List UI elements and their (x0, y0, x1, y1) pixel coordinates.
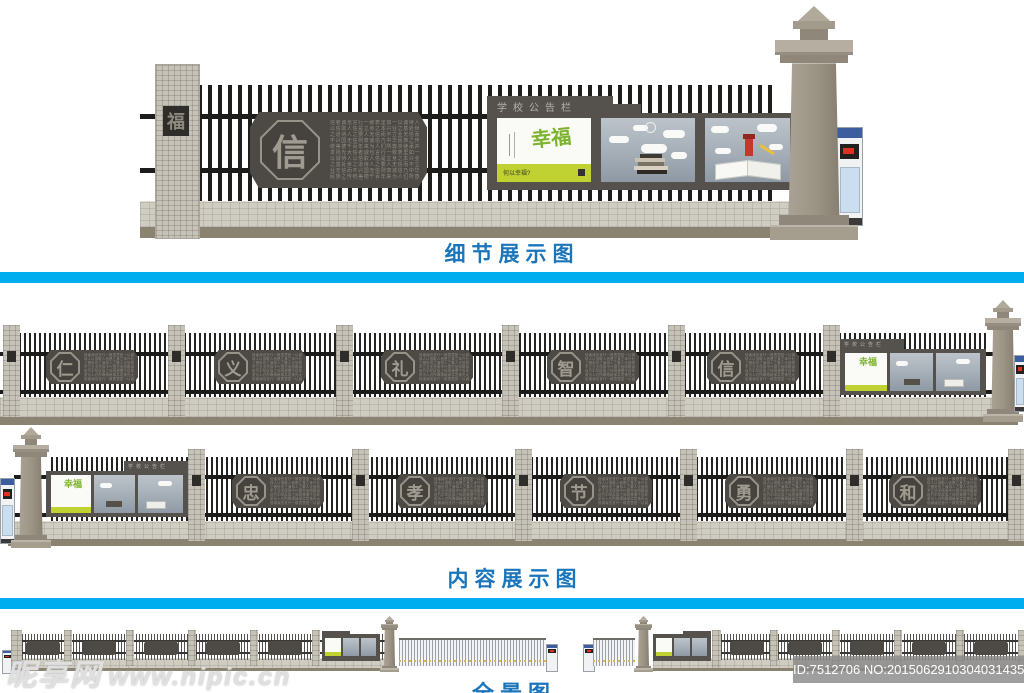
fence-pillar (1008, 449, 1024, 541)
fence-pillar (168, 325, 185, 417)
section-label-panorama: 全景图 (472, 676, 556, 693)
culture-panel: 仁 信者诚也言行一致表里如一以诚待人以信取人信是立身之本兴业之基处世之道待人之要… (46, 350, 138, 384)
retractable-gate (593, 638, 635, 666)
gate-pillar (770, 6, 858, 240)
poster-title: 幸福 (530, 125, 573, 153)
culture-panel: 礼 信者诚也言行一致表里如一以诚待人以信取人信是立身之本兴业之基处世之道待人之要… (381, 350, 473, 384)
culture-panel: 和 信者诚也言行一致表里如一以诚待人以信取人信是立身之本兴业之基处世之道待人之要… (889, 474, 981, 508)
gate-pillar (983, 300, 1023, 422)
fence-pillar (712, 630, 721, 668)
notice-board-small: 学校公告栏 幸福 (46, 461, 188, 517)
gate-machine (0, 478, 15, 544)
culture-panel-xin: 信 信者诚也言行一致表里如一以诚待人以信取人信是立身之本兴业之基处世之道待人之要… (250, 112, 427, 188)
content-row-2: 学校公告栏 幸福 (0, 420, 1024, 555)
notice-board-small: 学校公告栏 幸福 (840, 339, 986, 395)
culture-panel-mini (144, 641, 178, 655)
culture-panel: 义 信者诚也言行一致表里如一以诚待人以信取人信是立身之本兴业之基处世之道待人之要… (214, 350, 306, 384)
fence-pillar (680, 449, 697, 541)
tower-illustration (745, 138, 753, 156)
culture-panel-mini (26, 641, 60, 655)
watermark-site-name: 昵享网 (6, 659, 102, 692)
gate-pillar (634, 616, 653, 672)
fence-pillar (515, 449, 532, 541)
divider-band (0, 598, 1024, 609)
section-label-content: 内容展示图 (447, 568, 583, 591)
fence-pillar (668, 325, 685, 417)
board-header-step (613, 104, 641, 113)
poster-caption: 何以幸福? (503, 171, 531, 177)
culture-panel-mini (850, 641, 884, 655)
watermark-id-text: ID:7512706 NO:20150629103040314353 (793, 662, 1024, 677)
culture-panel: 智 信者诚也言行一致表里如一以诚待人以信取人信是立身之本兴业之基处世之道待人之要… (547, 350, 639, 384)
culture-panel: 忠 信者诚也言行一致表里如一以诚待人以信取人信是立身之本兴业之基处世之道待人之要… (232, 474, 324, 508)
ground-strip (140, 227, 840, 238)
culture-panel-mini (730, 641, 764, 655)
detail-view: 福 信 信者诚也言行一致表里如一以诚待人以信取人信是立身之本兴业之基处世之道待人… (0, 0, 1024, 270)
fence-pillar (846, 449, 863, 541)
poster-text-lines (514, 132, 515, 158)
culture-panel: 孝 信者诚也言行一致表里如一以诚待人以信取人信是立身之本兴业之基处世之道待人之要… (396, 474, 488, 508)
culture-panel: 信 信者诚也言行一致表里如一以诚待人以信取人信是立身之本兴业之基处世之道待人之要… (707, 350, 799, 384)
board-title: 学校公告栏 (497, 103, 577, 114)
pillar-finial (796, 6, 832, 23)
fence-pillar (823, 325, 840, 417)
watermark-site-url: www.nipic.cn (108, 663, 292, 691)
lightbulb-sketch (645, 122, 656, 133)
notice-board: 学校公告栏 幸福 何以幸福? (487, 96, 795, 190)
gate-pillar (11, 427, 51, 548)
virtue-char: 信 (271, 132, 308, 173)
culture-panel-mini (82, 641, 116, 655)
poster-green-band: 何以幸福? (497, 164, 591, 182)
content-row-1: 仁 信者诚也言行一致表里如一以诚待人以信取人信是立身之本兴业之基处世之道待人之要… (0, 295, 1024, 425)
section-label-detail: 细节展示图 (444, 243, 580, 266)
fence-pillar (155, 64, 200, 239)
poster-seal (578, 169, 585, 176)
emblem-char: 福 (167, 112, 185, 132)
poster-open-book (705, 118, 790, 182)
poster-text-lines (509, 134, 510, 156)
culture-panel-mini (912, 641, 946, 655)
gate-machine (1014, 355, 1024, 412)
culture-panel-mini (974, 641, 1008, 655)
fence-pillar (336, 325, 353, 417)
gate-machine (836, 127, 863, 226)
ground-strip (8, 539, 1024, 546)
fence-pillar (352, 449, 369, 541)
divider-band (0, 272, 1024, 283)
fence-pillar (11, 630, 22, 668)
fence-pillar (502, 325, 519, 417)
book-page (715, 159, 749, 181)
wall-base (140, 201, 808, 228)
gate-machine (546, 644, 558, 672)
watermark-id-badge: ID:7512706 NO:20150629103040314353 (793, 656, 1024, 683)
culture-panel: 节 信者诚也言行一致表里如一以诚待人以信取人信是立身之本兴业之基处世之道待人之要… (560, 474, 652, 508)
poster-books (601, 118, 695, 182)
virtue-medallion: 信 (260, 120, 320, 180)
culture-panel-mini (788, 641, 822, 655)
pillar-base (770, 224, 858, 240)
gate-pillar (380, 616, 399, 672)
fence-pillar (188, 449, 205, 541)
pillar-capital (775, 39, 853, 56)
culture-panel: 勇 信者诚也言行一致表里如一以诚待人以信取人信是立身之本兴业之基处世之道待人之要… (725, 474, 817, 508)
notice-board-mini (322, 631, 380, 661)
watermark-site: 昵享网 www.nipic.cn (6, 650, 291, 693)
poster-happiness: 幸福 何以幸福? (497, 118, 591, 182)
fence-pillar (3, 325, 20, 417)
notice-board-mini (653, 631, 711, 661)
ground-strip (0, 417, 1018, 425)
retractable-gate (399, 638, 546, 666)
culture-panel-mini (268, 641, 302, 655)
pillar-column (788, 63, 840, 224)
board-header: 学校公告栏 (487, 96, 613, 114)
pillar-emblem: 福 (163, 106, 189, 136)
culture-panel-mini (206, 641, 240, 655)
panel-paragraph: 信者诚也言行一致表里如一以诚待人以信取人信是立身之本兴业之基处世之道待人之要人无… (330, 120, 420, 180)
